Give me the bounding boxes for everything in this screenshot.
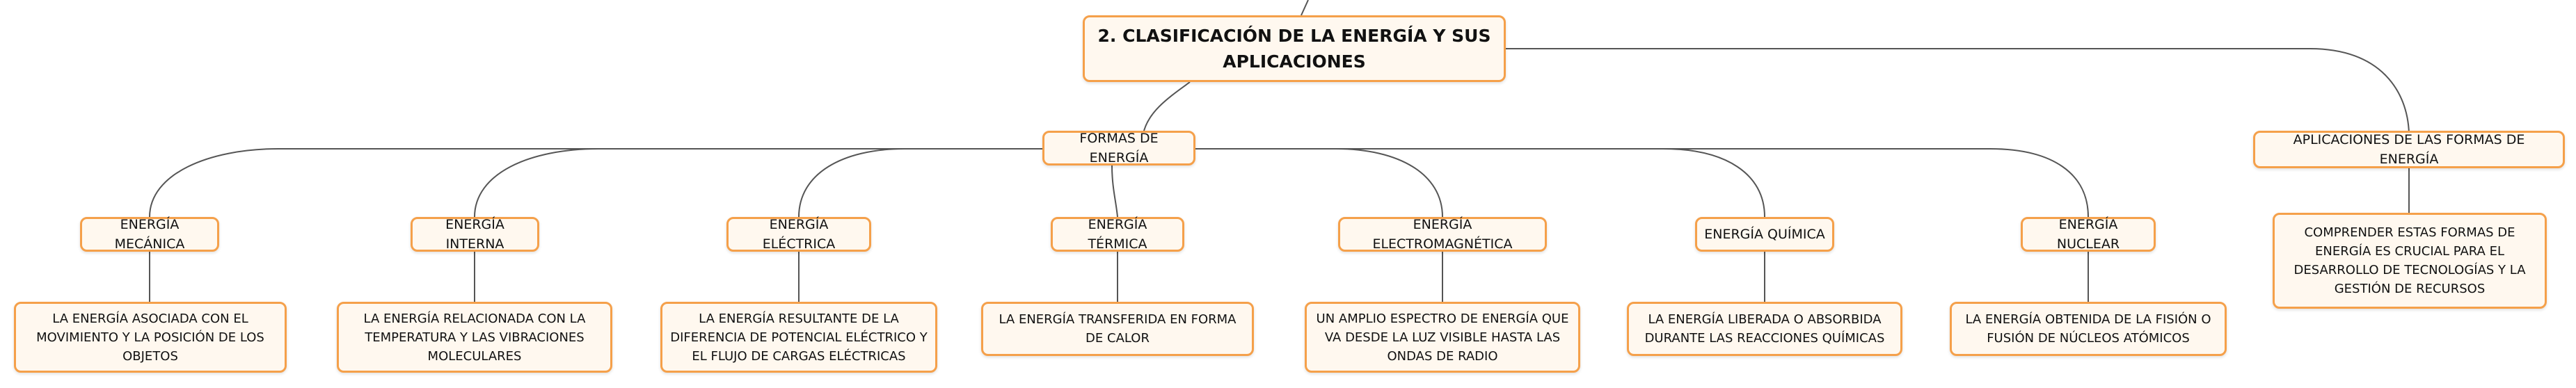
energia-quimica-description-text: LA ENERGÍA LIBERADA O ABSORBIDA DURANTE … [1644,312,1885,346]
energia-termica-description-text: LA ENERGÍA TRANSFERIDA EN FORMA DE CALOR [999,312,1237,346]
energia-nuclear-label: ENERGÍA NUCLEAR [2056,216,2120,252]
energia-termica-description[interactable]: LA ENERGÍA TRANSFERIDA EN FORMA DE CALOR [981,302,1254,356]
connector-formas-electromagnetica [1193,148,1443,218]
connector-formas-interna [474,148,1044,218]
connector-root-aplicaciones [1506,48,2410,134]
energia-termica-label: ENERGÍA TÉRMICA [1088,216,1147,252]
energia-mecanica-node[interactable]: ENERGÍA MECÁNICA [80,217,219,252]
root-label: 2. CLASIFICACIÓN DE LA ENERGÍA Y SUS APL… [1097,25,1491,72]
energia-interna-description-text: LA ENERGÍA RELACIONADA CON LA TEMPERATUR… [363,311,586,364]
energia-quimica-node[interactable]: ENERGÍA QUÍMICA [1695,217,1834,252]
aplicaciones-description[interactable]: COMPRENDER ESTAS FORMAS DE ENERGÍA ES CR… [2273,213,2547,309]
energia-electromagnetica-description[interactable]: UN AMPLIO ESPECTRO DE ENERGÍA QUE VA DES… [1305,302,1580,373]
connector-formas-electrica [798,148,1044,218]
connector-formas-nuclear [1193,148,2089,218]
energia-interna-node[interactable]: ENERGÍA INTERNA [411,217,539,252]
aplicaciones-node[interactable]: APLICACIONES DE LAS FORMAS DE ENERGÍA [2253,131,2565,168]
formas-label: FORMAS DE ENERGÍA [1079,130,1159,166]
connector-root-incoming [1301,0,1309,16]
energia-electrica-description-text: LA ENERGÍA RESULTANTE DE LA DIFERENCIA D… [670,311,928,364]
aplicaciones-label: APLICACIONES DE LAS FORMAS DE ENERGÍA [2293,131,2525,168]
energia-electrica-description[interactable]: LA ENERGÍA RESULTANTE DE LA DIFERENCIA D… [660,302,937,373]
energia-electromagnetica-description-text: UN AMPLIO ESPECTRO DE ENERGÍA QUE VA DES… [1316,311,1569,364]
aplicaciones-description-text: COMPRENDER ESTAS FORMAS DE ENERGÍA ES CR… [2293,225,2526,296]
connector-formas-quimica [1193,148,1765,218]
energia-quimica-label: ENERGÍA QUÍMICA [1704,226,1825,242]
energia-interna-description[interactable]: LA ENERGÍA RELACIONADA CON LA TEMPERATUR… [337,302,612,373]
connector-formas-mecanica [149,148,1044,218]
connector-formas-termica [1111,165,1118,218]
energia-electrica-node[interactable]: ENERGÍA ELÉCTRICA [726,217,871,252]
formas-node[interactable]: FORMAS DE ENERGÍA [1042,131,1195,165]
connector-root-formas [1143,81,1191,134]
energia-interna-label: ENERGÍA INTERNA [445,216,504,252]
root-node[interactable]: 2. CLASIFICACIÓN DE LA ENERGÍA Y SUS APL… [1083,15,1506,82]
energia-electrica-label: ENERGÍA ELÉCTRICA [762,216,836,252]
energia-nuclear-node[interactable]: ENERGÍA NUCLEAR [2021,217,2156,252]
energia-termica-node[interactable]: ENERGÍA TÉRMICA [1051,217,1184,252]
energia-mecanica-label: ENERGÍA MECÁNICA [114,216,185,252]
energia-mecanica-description[interactable]: LA ENERGÍA ASOCIADA CON EL MOVIMIENTO Y … [14,302,287,373]
energia-mecanica-description-text: LA ENERGÍA ASOCIADA CON EL MOVIMIENTO Y … [36,311,264,364]
energia-nuclear-description-text: LA ENERGÍA OBTENIDA DE LA FISIÓN O FUSIÓ… [1965,312,2211,346]
energia-quimica-description[interactable]: LA ENERGÍA LIBERADA O ABSORBIDA DURANTE … [1627,302,1902,356]
energia-nuclear-description[interactable]: LA ENERGÍA OBTENIDA DE LA FISIÓN O FUSIÓ… [1950,302,2227,356]
energia-electromagnetica-node[interactable]: ENERGÍA ELECTROMAGNÉTICA [1338,217,1547,252]
energia-electromagnetica-label: ENERGÍA ELECTROMAGNÉTICA [1372,216,1513,252]
